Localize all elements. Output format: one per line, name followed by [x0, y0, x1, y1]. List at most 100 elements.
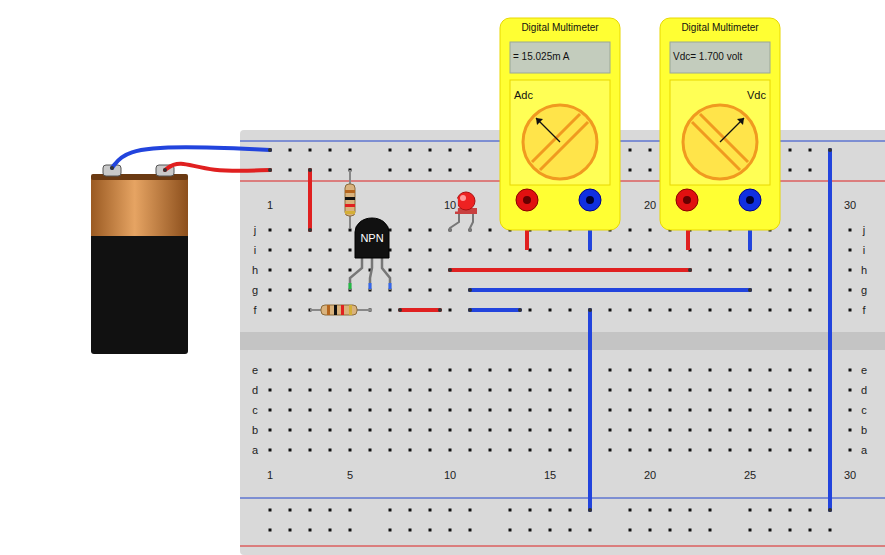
hole — [329, 249, 332, 252]
hole — [749, 509, 752, 512]
hole — [849, 429, 852, 432]
multimeter: Digital MultimeterVdc= 1.700 voltVdc — [660, 18, 780, 230]
hole — [729, 269, 732, 272]
hole — [289, 449, 292, 452]
hole — [509, 429, 512, 432]
hole — [629, 229, 632, 232]
resistor-band — [345, 211, 355, 214]
row-letter: g — [250, 284, 260, 297]
battery-top — [91, 178, 188, 236]
hole — [389, 309, 392, 312]
hole — [629, 409, 632, 412]
hole — [269, 449, 272, 452]
hole — [309, 449, 312, 452]
hole — [389, 409, 392, 412]
battery-terminal — [103, 165, 121, 176]
wire-end — [268, 168, 272, 172]
hole — [689, 369, 692, 372]
hole — [729, 389, 732, 392]
hole — [529, 449, 532, 452]
hole — [549, 309, 552, 312]
resistor-band — [345, 190, 355, 193]
hole — [529, 409, 532, 412]
hole — [629, 529, 632, 532]
hole — [369, 429, 372, 432]
hole — [269, 309, 272, 312]
hole — [329, 269, 332, 272]
hole — [469, 169, 472, 172]
hole — [409, 249, 412, 252]
hole — [289, 409, 292, 412]
hole — [269, 389, 272, 392]
hole — [509, 249, 512, 252]
hole — [789, 369, 792, 372]
row-letter: f — [860, 304, 867, 317]
hole — [329, 409, 332, 412]
hole — [789, 409, 792, 412]
hole — [709, 269, 712, 272]
hole — [569, 529, 572, 532]
hole — [689, 429, 692, 432]
meter-shape — [660, 18, 780, 230]
transistor-body — [355, 218, 389, 258]
hole — [269, 289, 272, 292]
hole — [549, 429, 552, 432]
row-letter: b — [250, 424, 260, 437]
hole — [709, 249, 712, 252]
hole — [829, 149, 832, 152]
jumper-wire — [308, 170, 312, 230]
meter-panel — [510, 80, 610, 185]
hole — [329, 449, 332, 452]
hole — [489, 449, 492, 452]
hole — [309, 269, 312, 272]
hole — [669, 369, 672, 372]
hole — [649, 249, 652, 252]
hole — [309, 389, 312, 392]
hole — [509, 449, 512, 452]
hole — [309, 289, 312, 292]
hole — [509, 409, 512, 412]
wire-end — [110, 166, 114, 170]
wire-end — [468, 288, 472, 292]
hole — [789, 529, 792, 532]
jumper-wire — [588, 310, 592, 510]
hole — [569, 429, 572, 432]
hole — [709, 389, 712, 392]
hole — [709, 449, 712, 452]
column-number: 5 — [345, 469, 355, 482]
hole — [349, 389, 352, 392]
column-number: 10 — [442, 469, 458, 482]
hole — [689, 529, 692, 532]
hole — [629, 369, 632, 372]
hole — [689, 269, 692, 272]
hole — [749, 529, 752, 532]
hole — [769, 389, 772, 392]
hole — [529, 529, 532, 532]
hole — [629, 149, 632, 152]
hole — [269, 249, 272, 252]
resistor-symbol — [321, 305, 357, 315]
hole — [329, 509, 332, 512]
hole — [529, 509, 532, 512]
wire-end — [748, 288, 752, 292]
hole — [829, 529, 832, 532]
hole — [489, 409, 492, 412]
hole — [569, 249, 572, 252]
wire-end — [828, 148, 832, 152]
hole — [409, 509, 412, 512]
hole — [289, 509, 292, 512]
column-number: 25 — [742, 469, 758, 482]
hole — [429, 529, 432, 532]
hole — [729, 409, 732, 412]
hole — [789, 149, 792, 152]
hole — [509, 369, 512, 372]
part-name: NPN — [355, 233, 389, 244]
hole — [269, 529, 272, 532]
wire-end — [308, 228, 312, 232]
hole — [469, 509, 472, 512]
terminal-socket — [523, 196, 531, 204]
center-divider — [240, 332, 885, 350]
hole — [349, 149, 352, 152]
column-number: 1 — [265, 469, 275, 482]
hole — [469, 429, 472, 432]
